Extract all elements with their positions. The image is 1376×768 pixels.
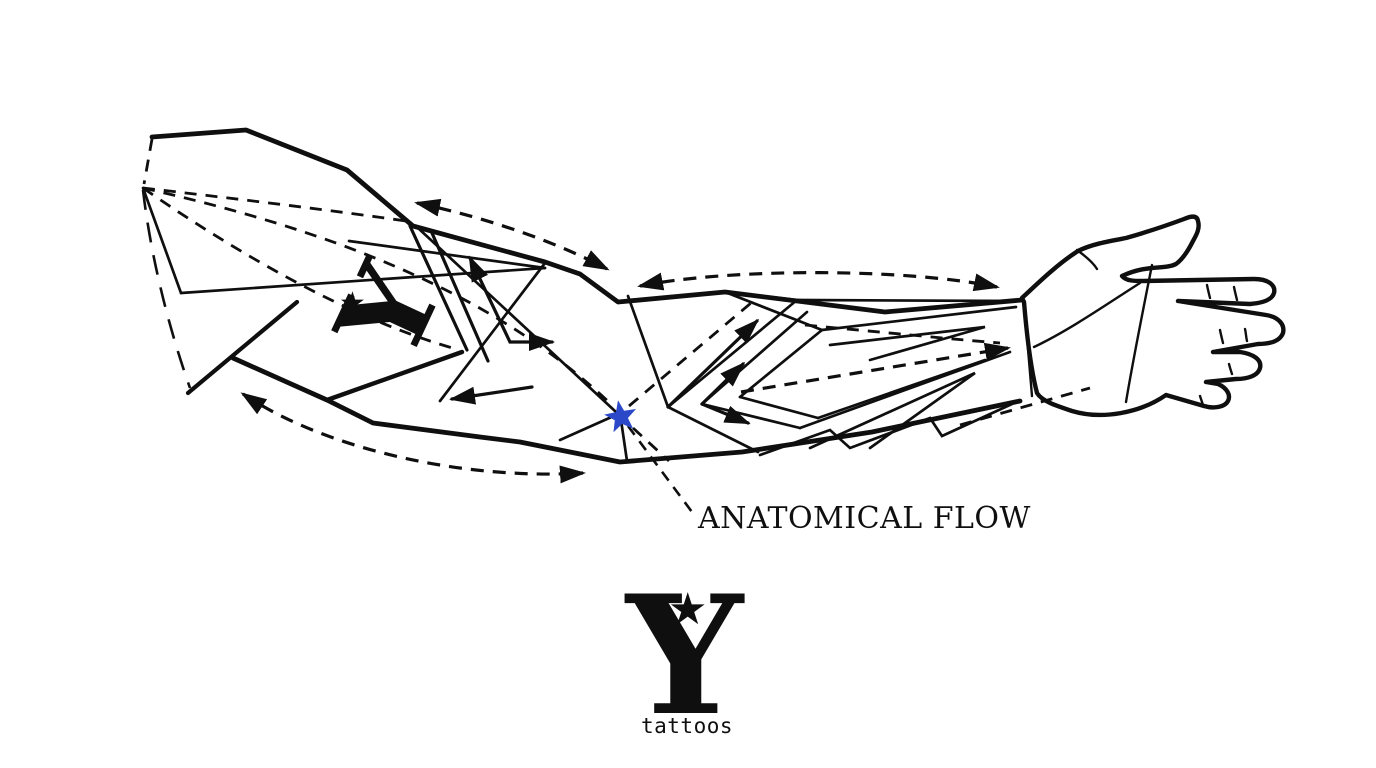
chevron-3-lower [738,395,820,420]
armpit-edge [185,299,300,396]
anatomical-flow-star-icon [604,400,636,433]
forearm-band-top-1 [795,298,1018,303]
arrow-up-right-long [666,318,760,409]
knuckle-tick-1 [1205,283,1212,300]
knuckle-tick-6 [1198,394,1205,407]
construction-dashes [142,138,1091,463]
palm-crease-long [1124,263,1154,404]
wrist-dash [959,386,1091,427]
hand-outline [1019,214,1286,418]
forearm-zigzag-bottom [758,402,1014,457]
forearm-band-top-2 [820,305,1018,332]
forearm-dash-inner [804,323,1001,345]
flow-arc-shoulder-top [414,198,610,271]
elbow-fan-2 [723,290,799,302]
flow-arc-forearm-top [637,271,1000,292]
radial-dash-3 [142,186,457,351]
shoulder-top-dash [142,138,154,185]
shoulder-long-dash-edge [141,189,192,389]
shoulder-left-long-dash [141,189,192,389]
radial-dash-1 [142,186,414,224]
chevron-2-lower [700,402,802,430]
arm-logo-star-icon: ★ [339,286,366,321]
star-dash-down-right [632,426,670,463]
brand-logo-y-letter: Y [626,559,744,752]
hand-contour [1019,214,1286,418]
knuckle-tick-2 [1232,285,1239,302]
label-leader-line [626,425,694,513]
bicep-bottom-thick [324,349,465,403]
knuckle-tick-4 [1243,327,1249,343]
brand-logo-star-icon: ★ [668,584,708,635]
thumb-base-crease [1075,248,1099,271]
arrow-down-right [700,402,751,425]
anatomical-flow-label: ANATOMICAL FLOW [698,501,1031,536]
chevron-1-lower [666,405,760,454]
pattern-cross-diagonal [438,261,547,403]
chevron-1-upper [666,298,799,409]
arrow-left-bicep [449,385,534,405]
pattern-elbow-line [626,294,670,409]
arm-outline-bottom [230,355,1023,465]
thumb-web-crease [1032,281,1142,349]
chevron-3-upper [738,328,824,399]
forearm-triangle-low [808,371,976,450]
shoulder-left-inner [141,186,183,295]
star-ray-lower-left [558,413,618,442]
flow-arrow-to-wrist [740,342,1011,394]
tattoo-pattern-lines [141,186,1018,463]
dashed-flow-arrows [240,198,1011,484]
flow-arc-bottom [240,392,586,484]
forearm-band-low-2 [816,358,987,420]
wrist-line [1022,300,1034,398]
elbow-fan-1 [723,290,824,332]
arrow-up-right-short [700,361,746,406]
arrow-up-left [468,255,512,344]
hand-interior-lines [1022,248,1249,407]
forearm-triangle-top [828,325,986,362]
knuckle-tick-5 [1227,362,1234,376]
solid-flow-arrows [449,255,760,425]
brand-logo-wordmark: tattoos [641,714,734,738]
knuckle-tick-3 [1218,328,1225,345]
star-dash-up-right [628,301,752,408]
star-ray-bottom [619,418,629,463]
